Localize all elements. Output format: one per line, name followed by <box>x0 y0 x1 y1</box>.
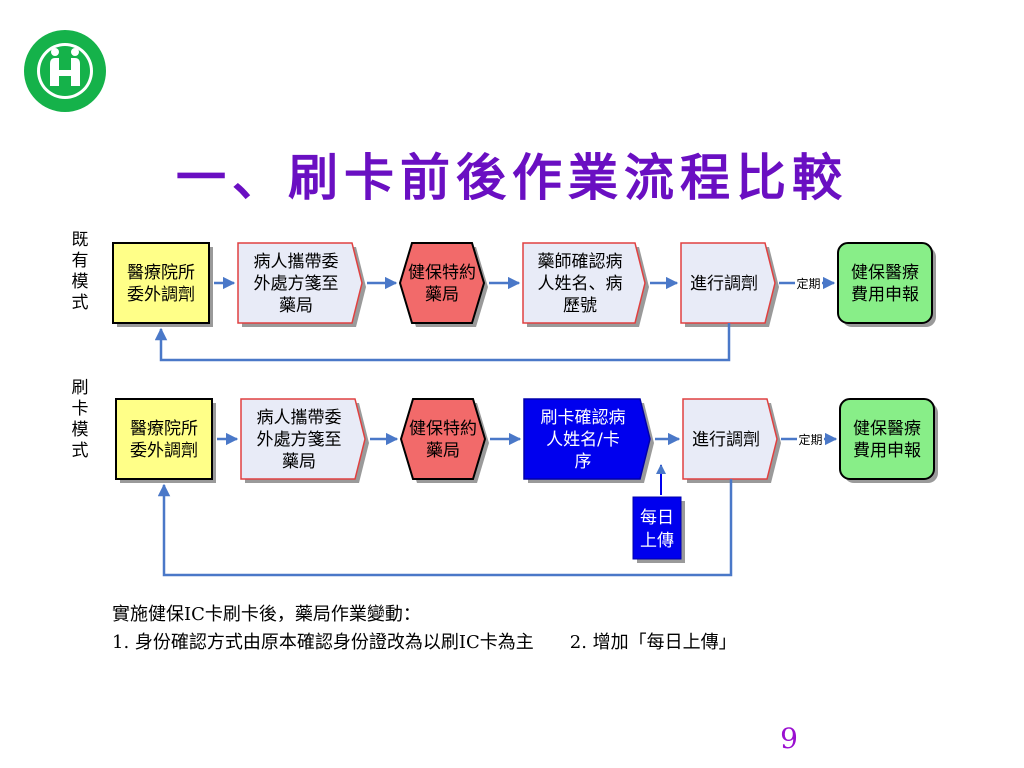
nhi-logo-icon <box>24 30 106 112</box>
flow-box: 醫療院所委外調劑 <box>115 398 216 483</box>
box-label: 進行調劑 <box>692 430 760 450</box>
box-label: 病人攜帶委外處方箋至藥局 <box>257 408 342 472</box>
box-label: 健保醫療費用申報 <box>853 419 921 461</box>
box-label: 醫療院所委外調劑 <box>127 263 195 305</box>
flow-box: 健保特約藥局 <box>399 398 489 483</box>
note-line-2: 1. 身份確認方式由原本確認身份證改為以刷IC卡為主 2. 增加「每日上傳」 <box>112 632 737 653</box>
flow-box: 病人攜帶委外處方箋至藥局 <box>240 398 369 483</box>
box-shape <box>682 398 778 480</box>
flow-box: 進行調劑 <box>680 242 779 327</box>
flow-row-1: 醫療院所委外調劑 病人攜帶委外處方箋至藥局 健保特約藥局 藥師確認病人姓名、病歷號 進行… <box>112 242 936 362</box>
daily-upload-box: 每日上傳 <box>632 496 685 563</box>
flow-box: 健保醫療費用申報 <box>839 398 938 483</box>
box-label: 醫療院所委外調劑 <box>130 419 198 461</box>
box-shape <box>398 242 486 324</box>
box-shape <box>522 242 646 324</box>
flow-row-2: 醫療院所委外調劑 病人攜帶委外處方箋至藥局 健保特約藥局 刷卡確認病人姓名/卡序 進行調… <box>115 398 938 577</box>
flow-box: 醫療院所委外調劑 <box>112 242 213 327</box>
row-label-card: 刷卡模式 <box>71 378 89 461</box>
box-shape <box>837 242 933 324</box>
box-label: 健保醫療費用申報 <box>851 263 919 305</box>
box-label: 進行調劑 <box>690 274 758 294</box>
box-shape <box>839 398 935 480</box>
flow-box: 病人攜帶委外處方箋至藥局 <box>237 242 366 327</box>
flow-box: 健保醫療費用申報 <box>837 242 936 327</box>
periodic-label: 定期 <box>796 276 820 291</box>
periodic-label: 定期 <box>798 432 822 447</box>
box-shape <box>115 398 213 480</box>
box-shape <box>240 398 366 480</box>
flow-box: 健保特約藥局 <box>398 242 488 327</box>
box-label: 病人攜帶委外處方箋至藥局 <box>254 252 339 316</box>
box-shape <box>399 398 487 480</box>
feedback-loop-arrow <box>154 323 731 362</box>
box-shape <box>112 242 210 324</box>
box-label: 刷卡確認病人姓名/卡序 <box>541 408 626 472</box>
flow-box: 進行調劑 <box>682 398 781 483</box>
box-shape <box>237 242 363 324</box>
row-label-existing: 既有模式 <box>71 230 89 313</box>
box-label: 健保特約藥局 <box>408 263 476 305</box>
note-line-1: 實施健保IC卡刷卡後，藥局作業變動： <box>112 604 421 625</box>
feedback-loop-arrow <box>157 479 733 577</box>
box-shape <box>632 496 682 560</box>
box-shape <box>680 242 776 324</box>
slide-title: 一、刷卡前後作業流程比較 <box>176 148 848 207</box>
box-shape <box>523 398 651 480</box>
flow-box: 刷卡確認病人姓名/卡序 <box>523 398 654 483</box>
box-label: 每日上傳 <box>640 508 674 551</box>
flow-box: 藥師確認病人姓名、病歷號 <box>522 242 649 327</box>
page-number: 9 <box>780 722 798 755</box>
box-label: 藥師確認病人姓名、病歷號 <box>538 252 623 316</box>
box-label: 健保特約藥局 <box>409 419 477 461</box>
